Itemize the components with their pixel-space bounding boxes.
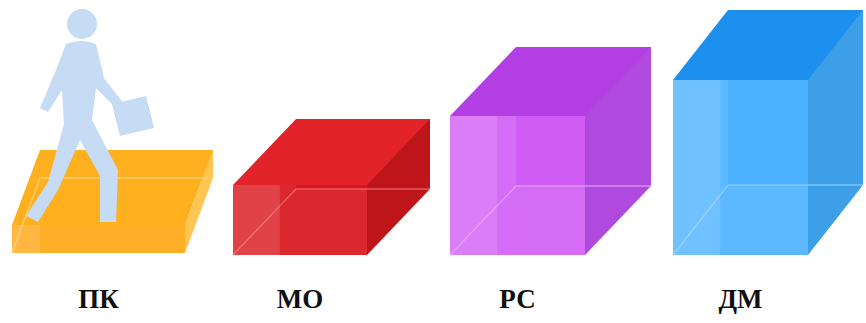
front-highlight — [12, 225, 40, 253]
stage-label: ДМ — [718, 285, 762, 315]
blue-box: ДМ — [669, 6, 866, 323]
stage-label: РС — [499, 285, 535, 315]
purple-box: РС — [446, 43, 655, 323]
front-face — [673, 80, 808, 255]
cube-shape — [669, 6, 866, 323]
side-face — [585, 47, 651, 255]
red-box: МО — [229, 115, 434, 323]
side-face — [185, 150, 213, 253]
front-highlight — [450, 116, 497, 255]
stage-label: ПК — [78, 285, 119, 315]
side-face — [808, 10, 863, 255]
front-face — [233, 185, 367, 255]
front-face — [12, 225, 185, 253]
stage-label: МО — [277, 285, 324, 315]
side-face — [367, 119, 430, 255]
cube-shape — [446, 43, 655, 323]
front-highlight — [673, 80, 720, 255]
cube-shape — [229, 115, 434, 323]
front-highlight — [233, 185, 280, 255]
